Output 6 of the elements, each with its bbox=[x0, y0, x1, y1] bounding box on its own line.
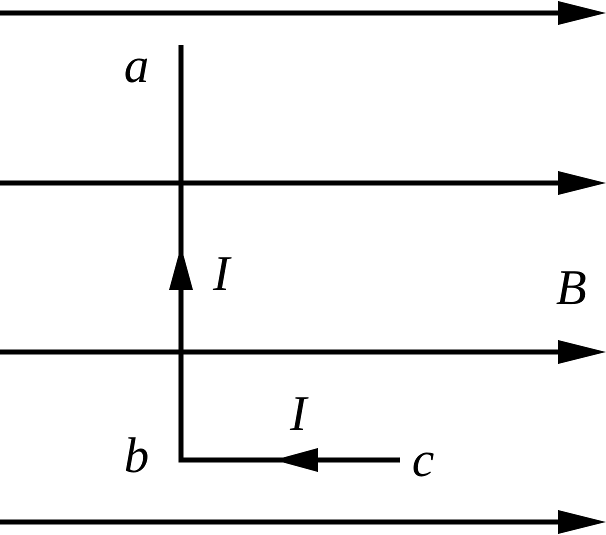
current-label: I bbox=[213, 248, 230, 298]
point-label: a bbox=[124, 40, 149, 90]
field-label: B bbox=[556, 262, 587, 312]
current-label: I bbox=[290, 388, 307, 438]
point-label: c bbox=[412, 434, 434, 484]
point-label: b bbox=[124, 430, 149, 480]
